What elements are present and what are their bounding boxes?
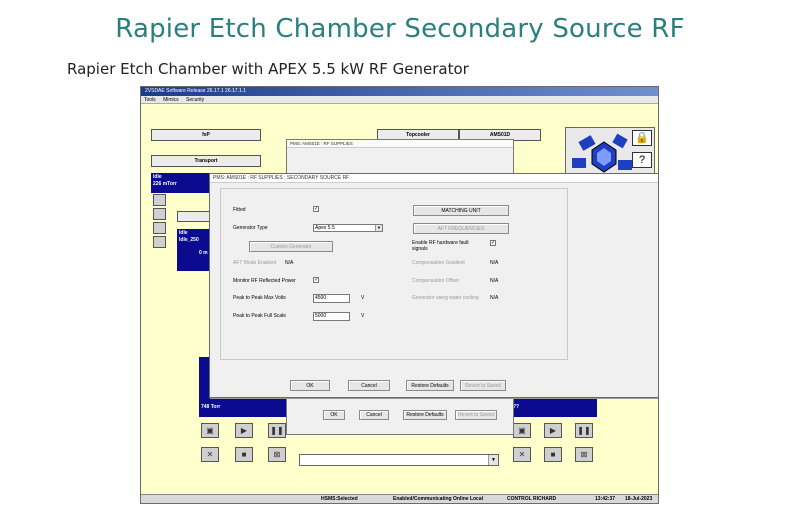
restore-defaults-button[interactable]: Restore Defaults: [406, 380, 454, 391]
ptp-full-unit: V: [361, 313, 365, 319]
status-control: CONTROL RICHARD: [507, 496, 557, 502]
slide-subtitle: Rapier Etch Chamber with APEX 5.5 kW RF …: [67, 60, 469, 78]
ptp-max-label: Peak to Peak Max Volts: [233, 295, 286, 301]
module-fxp[interactable]: fxP: [151, 129, 261, 141]
back-restore-defaults-button[interactable]: Restore Defaults: [403, 410, 447, 420]
fitted-checkbox[interactable]: ✓: [313, 206, 319, 212]
comp-offset-label: Compensation Offset: [412, 278, 459, 284]
matching-unit-button[interactable]: MATCHING UNIT: [413, 205, 509, 216]
left-chamber-pressure: 0 m: [199, 250, 208, 256]
monitor-rf-checkbox[interactable]: ✓: [313, 277, 319, 283]
transport-status: Idle 226 mTorr: [151, 173, 209, 193]
generator-type-select[interactable]: Apex 5.5 ▼: [313, 224, 383, 232]
menu-mimics[interactable]: Mimics: [163, 97, 179, 103]
load-button-right[interactable]: ▣: [513, 423, 531, 438]
comp-offset-value: N/A: [490, 278, 499, 284]
revert-to-saved-button[interactable]: Revert to Saved: [460, 380, 506, 391]
lock-icon[interactable]: 🔒: [632, 130, 652, 146]
side-button-2[interactable]: [153, 208, 166, 220]
status-time: 13:42:37: [595, 496, 616, 502]
gen-water-label: Generator using water cooling: [412, 295, 479, 301]
aft-frequencies-button[interactable]: AFT FREQUENCIES: [413, 223, 509, 234]
generator-type-value: Apex 5.5: [315, 225, 335, 231]
bottom-select[interactable]: ▼: [299, 454, 499, 466]
menu-tools[interactable]: Tools: [144, 97, 156, 103]
enable-fault-checkbox[interactable]: ✓: [490, 240, 496, 246]
aft-mode-label: AFT Mode Enabled: [233, 260, 276, 266]
pause-button-left[interactable]: ❚❚: [268, 423, 286, 438]
status-communication: Enabled/Communicating Online Local: [393, 496, 484, 502]
play-button-right[interactable]: ▶: [544, 423, 562, 438]
slide-title: Rapier Etch Chamber Secondary Source RF: [115, 14, 685, 44]
module-transport[interactable]: Transport: [151, 155, 261, 167]
lower-right-value: ??: [513, 404, 520, 410]
chevron-down-icon[interactable]: ▼: [488, 455, 498, 465]
comp-gradient-label: Compensation Gradient: [412, 260, 465, 266]
side-button-4[interactable]: [153, 236, 166, 248]
ptp-max-input[interactable]: 4500: [313, 294, 350, 303]
side-button-3[interactable]: [153, 222, 166, 234]
aft-mode-value: N/A: [285, 260, 294, 266]
chevron-down-icon[interactable]: ▼: [375, 225, 382, 231]
abort-button-right[interactable]: ✕: [513, 447, 531, 462]
monitor-rf-label: Monitor RF Reflected Power: [233, 278, 296, 284]
skip-button-right[interactable]: ⊠: [575, 447, 593, 462]
help-icon[interactable]: ?: [632, 152, 652, 168]
side-button-1[interactable]: [153, 194, 166, 206]
fitted-label: Fitted: [233, 207, 246, 213]
load-button-left[interactable]: ▣: [201, 423, 219, 438]
back-ok-button[interactable]: OK: [323, 410, 345, 420]
abort-button-left[interactable]: ✕: [201, 447, 219, 462]
cancel-button[interactable]: Cancel: [348, 380, 390, 391]
enable-fault-label: Enable RF hardware fault signals: [412, 240, 469, 252]
dialog-title: PMS: AMS01E : RF SUPPLIES : SECONDARY SO…: [210, 174, 658, 183]
lower-left-pressure: 748 Torr: [201, 404, 221, 410]
status-date: 18-Jul-2023: [625, 496, 653, 502]
stop-button-left[interactable]: ■: [235, 447, 253, 462]
skip-button-left[interactable]: ⊠: [268, 447, 286, 462]
back-cancel-button[interactable]: Cancel: [359, 410, 389, 420]
transport-status-state: Idle: [153, 174, 162, 180]
play-button-left[interactable]: ▶: [235, 423, 253, 438]
menu-security[interactable]: Security: [186, 97, 205, 103]
pause-button-right[interactable]: ❚❚: [575, 423, 593, 438]
app-titlebar: 2VSDAE Software Release 26.17.1 26.17.1.…: [141, 87, 658, 96]
ptp-full-label: Peak to Peak Full Scale: [233, 313, 287, 319]
secondary-source-rf-dialog: PMS: AMS01E : RF SUPPLIES : SECONDARY SO…: [209, 173, 658, 398]
comp-gradient-value: N/A: [490, 260, 499, 266]
ptp-max-unit: V: [361, 295, 365, 301]
transport-status-pressure: 226 mTorr: [153, 181, 177, 187]
settings-panel: Fitted ✓ Generator Type Apex 5.5 ▼ Custo…: [220, 188, 568, 360]
status-bar: HSMS:Selected Enabled/Communicating Onli…: [141, 494, 658, 503]
app-menubar: Tools Mimics Security: [141, 96, 658, 104]
app-window: 2VSDAE Software Release 26.17.1 26.17.1.…: [140, 86, 659, 504]
ok-button[interactable]: OK: [290, 380, 330, 391]
stop-button-right[interactable]: ■: [544, 447, 562, 462]
left-chamber-state: Idle: [179, 230, 188, 236]
rf-supplies-dialog-title: PMS: AMS01E : RF SUPPLIES: [287, 140, 513, 148]
status-hsms: HSMS:Selected: [321, 496, 358, 502]
back-revert-button[interactable]: Revert to Saved: [455, 410, 497, 420]
gen-water-value: N/A: [490, 295, 499, 301]
left-chamber-recipe: Idle_250: [179, 237, 199, 243]
generator-type-label: Generator Type: [233, 225, 268, 231]
ptp-full-input[interactable]: 5000: [313, 312, 350, 321]
custom-generator-button[interactable]: Custom Generator: [249, 241, 333, 252]
